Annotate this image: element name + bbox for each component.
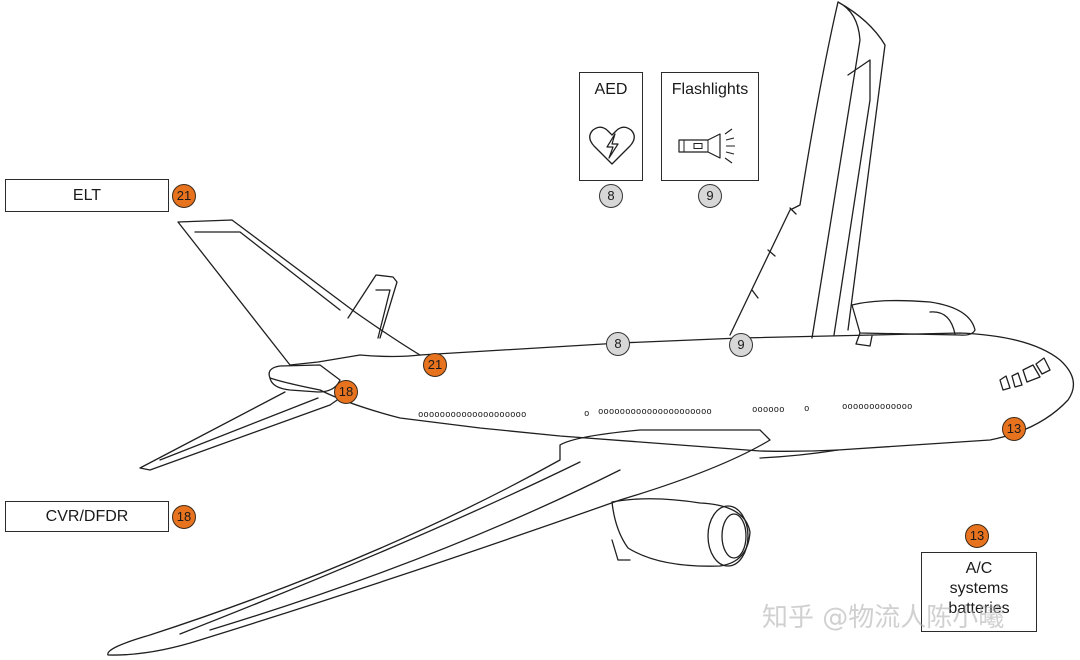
flashlights-box: Flashlights — [661, 72, 759, 181]
passenger-windows-door2: o — [804, 404, 809, 414]
tail-fin — [177, 219, 421, 366]
cvr-dfdr-badge-plane: 18 — [334, 380, 358, 404]
flashlights-badge-box: 9 — [698, 184, 722, 208]
lower-engine — [611, 498, 751, 567]
flashlights-badge-plane: 9 — [729, 333, 753, 357]
cvr-dfdr-label: CVR/DFDR — [5, 501, 169, 532]
batteries-badge-plane: 13 — [1002, 417, 1026, 441]
lower-wing — [107, 429, 771, 656]
ac-batteries-line3: batteries — [948, 600, 1010, 617]
ac-batteries-line2: systems — [949, 580, 1009, 597]
horizontal-stabilizer — [347, 274, 398, 339]
upper-wing — [811, 1, 886, 339]
batteries-badge-box: 13 — [965, 524, 989, 548]
passenger-windows-door: o — [584, 409, 589, 419]
upper-engine — [851, 299, 976, 336]
passenger-windows-fwd: ooooooooooooo — [842, 402, 912, 412]
fuselage-outline — [269, 332, 1075, 452]
heart-defibrillator-icon — [589, 126, 635, 165]
passenger-windows-mid2: oooooo — [752, 405, 785, 415]
watermark: 知乎 @物流人陈小曦 — [762, 603, 1005, 633]
passenger-windows-aft: oooooooooooooooooooo — [418, 410, 526, 420]
cockpit-windows — [999, 357, 1051, 391]
tail-cone — [268, 364, 341, 393]
aed-badge-plane: 8 — [606, 332, 630, 356]
aed-box: AED — [579, 72, 643, 181]
aed-label: AED — [594, 81, 628, 98]
flashlights-label: Flashlights — [671, 81, 749, 98]
ac-batteries-label: A/C systems batteries — [921, 552, 1037, 632]
cvr-dfdr-badge-side: 18 — [172, 505, 196, 529]
lower-stabilizer — [139, 391, 341, 471]
elt-badge-side: 21 — [172, 184, 196, 208]
elt-label: ELT — [5, 179, 169, 212]
flashlight-icon — [678, 128, 735, 164]
passenger-windows-mid: ooooooooooooooooooooo — [598, 407, 712, 417]
elt-badge-plane: 21 — [423, 353, 447, 377]
ac-batteries-line1: A/C — [965, 560, 993, 577]
aed-badge-box: 8 — [599, 184, 623, 208]
